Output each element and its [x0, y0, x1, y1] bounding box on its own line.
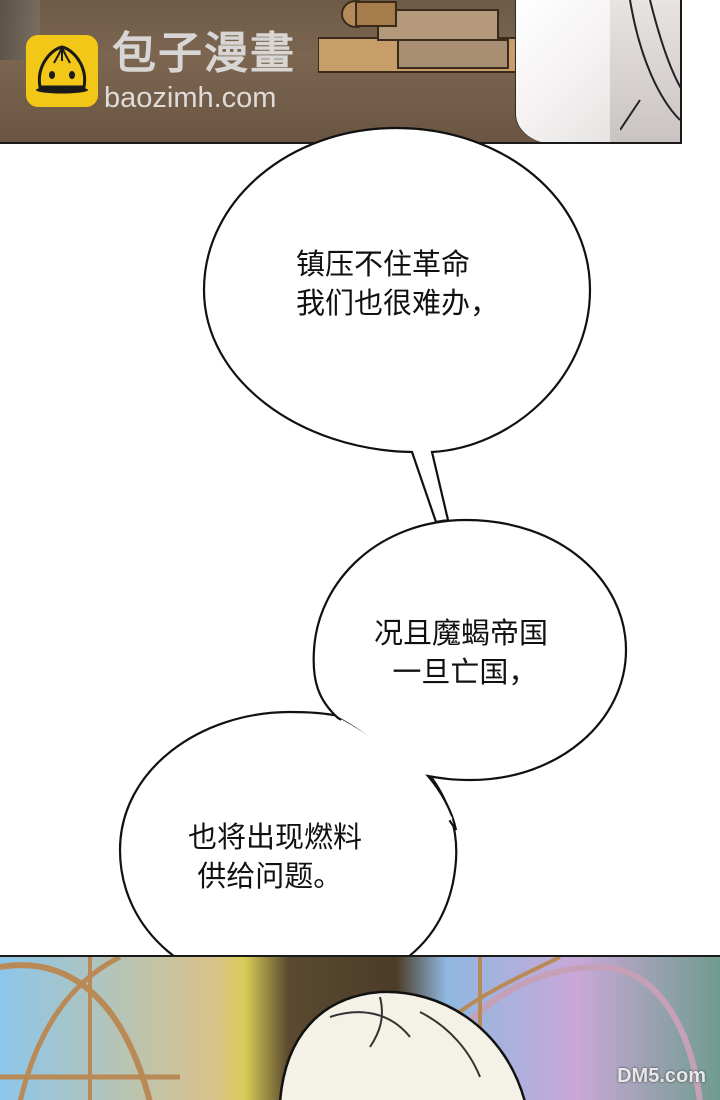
bubble-1-text: 镇压不住革命 我们也很难办，	[296, 247, 500, 320]
bubble-2-text: 况且魔蝎帝国 一旦亡国，	[374, 616, 549, 689]
window-arches-illustration	[0, 957, 703, 1100]
dm5-watermark: DM5.com	[617, 1065, 706, 1087]
top-comic-panel	[0, 0, 682, 144]
speech-bubble-1	[202, 126, 592, 524]
hair-strands	[620, 0, 680, 131]
bubble-3-text: 也将出现燃料 供给问题。	[188, 820, 363, 893]
watermark-site-url: baozimh.com	[104, 82, 277, 114]
speech-bubble-2	[312, 518, 628, 831]
bun-mascot-icon	[26, 35, 98, 107]
books-illustration	[318, 0, 519, 73]
character-hair-illustration	[610, 0, 680, 142]
bottom-comic-panel: DM5.com	[0, 955, 720, 1100]
watermark-site-name: 包子漫畫	[112, 28, 296, 79]
